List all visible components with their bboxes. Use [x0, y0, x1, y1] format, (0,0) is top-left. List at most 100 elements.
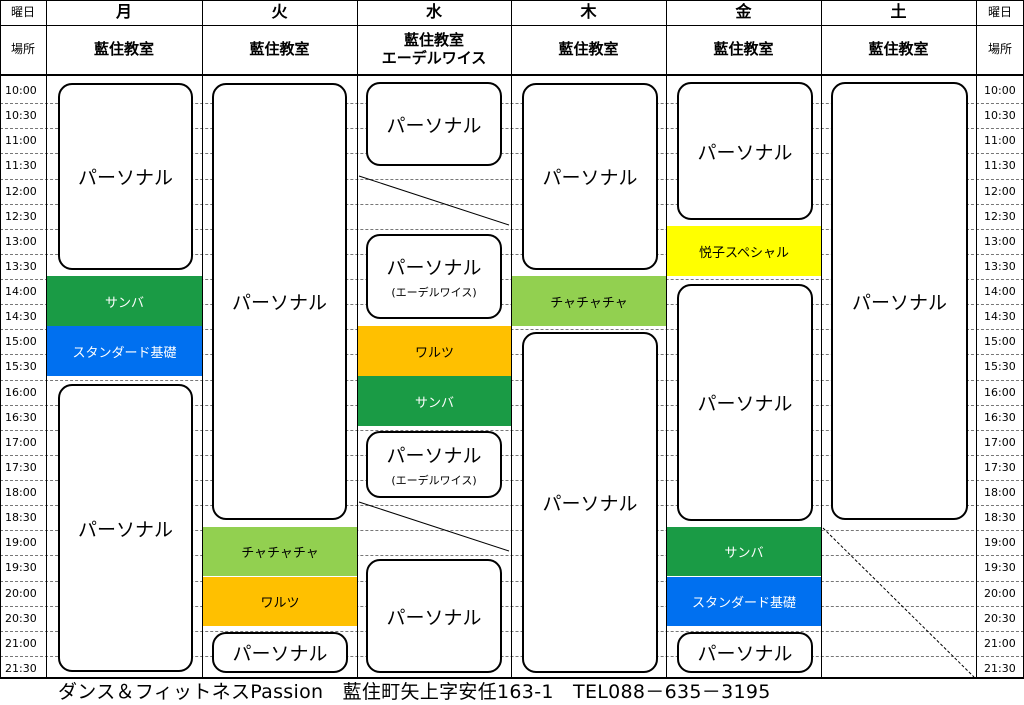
- time-label: 17:00: [984, 435, 1016, 449]
- fri-personal-afternoon: パーソナル: [677, 284, 813, 521]
- time-label: 20:00: [5, 586, 37, 600]
- time-label: 14:00: [984, 285, 1016, 298]
- half-hour-line: [0, 103, 1024, 104]
- half-hour-line: [0, 229, 1024, 230]
- half-hour-line: [0, 128, 1024, 129]
- tue-personal-late: パーソナル: [212, 632, 348, 673]
- fri-samba: サンバ: [667, 527, 821, 576]
- half-hour-line: [0, 430, 1024, 431]
- half-hour-line: [0, 329, 1024, 330]
- row-border: [0, 25, 1024, 26]
- fri-personal-late: パーソナル: [677, 632, 813, 673]
- time-label: 10:00: [5, 84, 37, 97]
- time-label: 17:30: [5, 460, 37, 474]
- thu-personal-afternoon: パーソナル: [522, 332, 658, 673]
- time-label: 11:30: [984, 159, 1016, 173]
- wed-personal-edelweiss-1: パーソナル(エーデルワイス): [366, 234, 502, 319]
- day-thu: 木: [580, 2, 597, 22]
- time-label: 10:30: [984, 109, 1016, 123]
- wed-personal-morning: パーソナル: [366, 82, 502, 166]
- class-label: スタンダード基礎: [691, 596, 796, 611]
- time-label: 19:00: [5, 536, 37, 550]
- class-label: パーソナル: [697, 141, 793, 164]
- time-label: 14:30: [5, 310, 37, 324]
- half-hour-line: [0, 153, 1024, 154]
- time-label: 14:00: [5, 285, 37, 298]
- fri-etsuko-special: 悦子スペシャル: [667, 226, 821, 276]
- class-label: パーソナル: [386, 606, 482, 629]
- row-border: [0, 677, 1024, 679]
- day-fri: 金: [735, 2, 752, 22]
- column-border: [357, 0, 358, 678]
- class-label: パーソナル: [231, 292, 327, 314]
- class-label: ワルツ: [414, 345, 454, 361]
- half-hour-line: [0, 204, 1024, 205]
- time-label: 18:00: [984, 486, 1016, 499]
- class-label: サンバ: [104, 295, 144, 311]
- column-border: [511, 0, 512, 678]
- class-label: パーソナル: [77, 167, 173, 189]
- mon-samba: サンバ: [47, 276, 202, 326]
- time-label: 12:30: [5, 209, 37, 223]
- half-hour-line: [0, 581, 1024, 582]
- column-border: [202, 0, 203, 678]
- time-label: 11:00: [5, 134, 37, 148]
- time-label: 11:30: [5, 159, 37, 173]
- class-label: 悦子スペシャル: [698, 245, 790, 261]
- time-label: 16:30: [5, 410, 37, 424]
- place-thu: 藍住教室: [558, 39, 619, 58]
- class-sublabel: (エーデルワイス): [391, 474, 477, 487]
- time-label: 16:00: [5, 385, 37, 399]
- tue-chachacha: チャチャチャ: [203, 527, 357, 576]
- time-label: 20:00: [984, 586, 1016, 600]
- wed-waltz: ワルツ: [358, 326, 511, 376]
- class-label: パーソナル: [542, 493, 638, 515]
- time-label: 15:00: [984, 335, 1016, 349]
- time-label: 18:30: [984, 511, 1016, 525]
- fri-personal-morning: パーソナル: [677, 82, 813, 220]
- class-label: パーソナル: [77, 518, 173, 541]
- wed-samba: サンバ: [358, 376, 511, 426]
- class-label: パーソナル: [697, 643, 793, 665]
- half-hour-line: [0, 405, 1024, 406]
- column-border: [666, 0, 667, 678]
- class-label: チャチャチャ: [550, 295, 628, 311]
- class-label: チャチャチャ: [241, 546, 319, 561]
- class-label: パーソナル: [386, 445, 482, 467]
- time-label: 13:00: [5, 234, 37, 248]
- place-label-right: 場所: [987, 41, 1012, 56]
- place-sat: 藍住教室: [868, 39, 929, 58]
- half-hour-line: [0, 380, 1024, 381]
- column-border: [46, 0, 47, 678]
- half-hour-line: [0, 606, 1024, 607]
- day-tue: 火: [271, 2, 288, 22]
- mon-personal-morning: パーソナル: [58, 83, 193, 270]
- class-sublabel: (エーデルワイス): [391, 286, 477, 299]
- half-hour-line: [0, 555, 1024, 556]
- place-label-left: 場所: [10, 41, 35, 56]
- half-hour-line: [0, 631, 1024, 632]
- time-label: 15:30: [984, 360, 1016, 374]
- time-label: 19:00: [984, 536, 1016, 550]
- time-label: 12:30: [984, 209, 1016, 223]
- fri-standard-basic: スタンダード基礎: [667, 577, 821, 626]
- row-border: [0, 74, 1024, 76]
- footer-contact: ダンス＆フィットネスPassion 藍住町矢上字安任163-1 TEL088－6…: [58, 681, 771, 703]
- half-hour-line: [0, 254, 1024, 255]
- time-label: 14:30: [984, 310, 1016, 324]
- half-hour-line: [0, 455, 1024, 456]
- thu-chachacha: チャチャチャ: [512, 276, 666, 326]
- place-fri: 藍住教室: [713, 39, 774, 58]
- time-label: 12:00: [984, 184, 1016, 198]
- time-label: 21:00: [5, 636, 37, 650]
- weekday-label-right: 曜日: [987, 4, 1012, 19]
- time-label: 13:30: [984, 259, 1016, 273]
- time-label: 20:30: [984, 611, 1016, 625]
- time-label: 15:30: [5, 360, 37, 374]
- mon-personal-evening: パーソナル: [58, 384, 193, 672]
- column-border: [976, 0, 977, 678]
- half-hour-line: [0, 179, 1024, 180]
- day-wed: 水: [425, 2, 442, 22]
- time-label: 21:30: [984, 661, 1016, 675]
